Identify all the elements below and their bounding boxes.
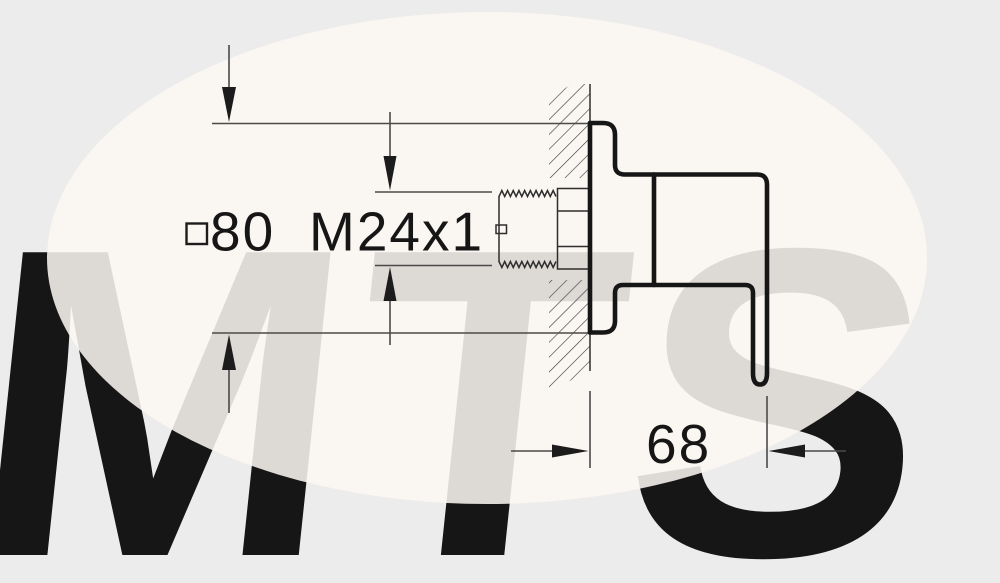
dim-square80: 80 xyxy=(185,45,590,413)
thread-zigzag-bottom xyxy=(498,259,557,270)
dim80-label: 80 xyxy=(210,201,275,263)
wall-hatch-lower xyxy=(549,280,590,391)
dim-thread-label: M24x1 xyxy=(309,201,484,263)
trim-outline xyxy=(587,120,770,387)
dim80-arrowhead-top xyxy=(222,87,236,122)
valve-cartridge xyxy=(495,187,591,270)
square-dimension-symbol xyxy=(185,222,209,246)
dim68-arrowhead-right xyxy=(768,444,805,458)
trim-profile xyxy=(587,120,770,387)
thread-zigzag-top xyxy=(498,188,557,199)
dim-depth68: 68 xyxy=(511,391,846,475)
dim-thread-arrowhead-top xyxy=(383,156,397,191)
dim-thread: M24x1 xyxy=(309,112,492,345)
background-ellipse xyxy=(47,12,927,504)
stem-slot xyxy=(495,224,508,235)
dim68-arrowhead-left xyxy=(552,444,589,458)
wall-hatch-upper xyxy=(549,84,590,178)
dim68-label: 68 xyxy=(646,413,711,475)
dim-thread-arrowhead-bottom xyxy=(383,267,397,301)
dim80-arrowhead-bottom xyxy=(222,334,236,370)
